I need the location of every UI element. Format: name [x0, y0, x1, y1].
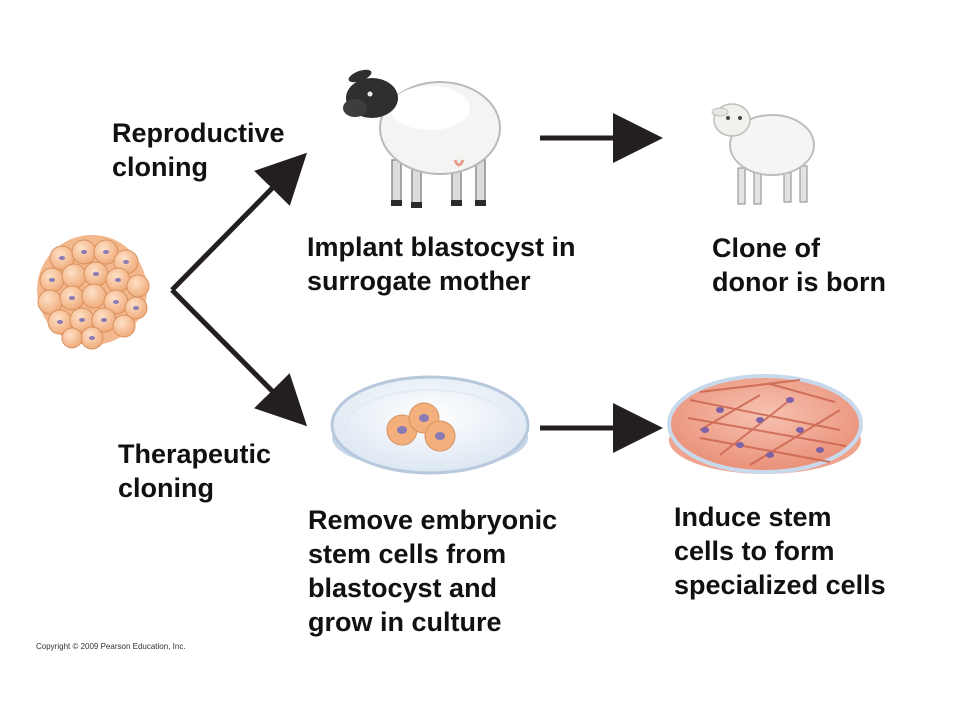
arrow-to-reproductive [170, 152, 308, 292]
petri-dish-stem-cells-icon [330, 375, 530, 475]
branch-arrows [170, 152, 308, 427]
copyright-notice: Copyright © 2009 Pearson Education, Inc. [36, 642, 186, 651]
remove-stem-cells-label: Remove embryonic stem cells from blastoc… [308, 505, 558, 637]
implant-blastocyst-label: Implant blastocyst in surrogate mother [307, 232, 576, 296]
arrow-to-therapeutic [170, 288, 308, 427]
therapeutic-cloning-label: Therapeutic cloning [118, 439, 272, 503]
clone-born-label: Clone of donor is born [712, 233, 886, 297]
induce-stem-cells-label: Induce stem cells to form specialized ce… [674, 502, 886, 600]
reproductive-cloning-label: Reproductive cloning [112, 118, 285, 182]
lamb-icon [711, 103, 815, 205]
blastocyst-icon [37, 235, 150, 350]
petri-dish-specialized-cells-icon [667, 374, 863, 474]
adult-sheep-icon [343, 69, 501, 208]
